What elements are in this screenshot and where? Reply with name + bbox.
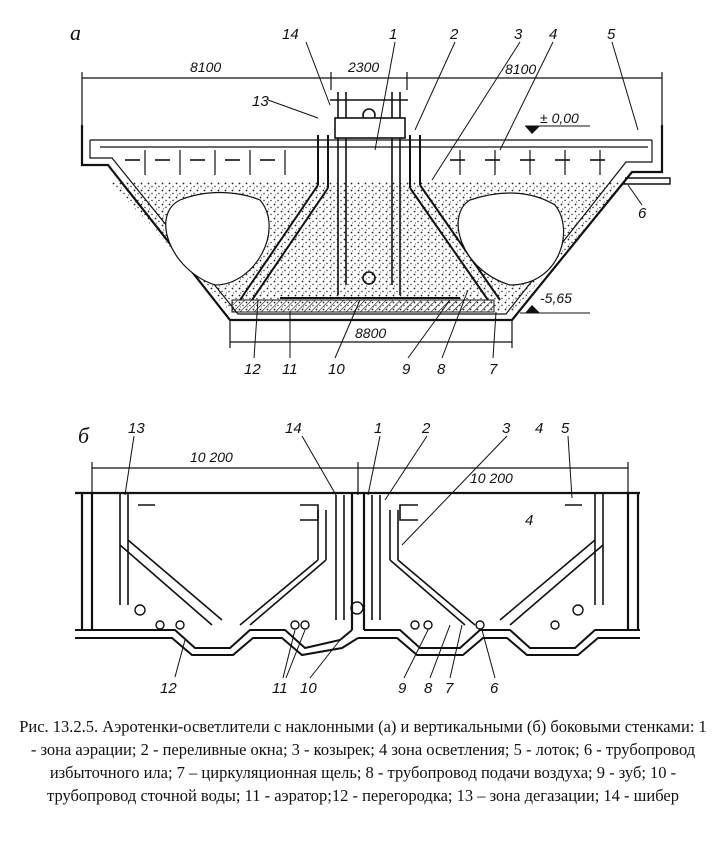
panel-a-label-10: 10 bbox=[328, 361, 345, 378]
panel-b-label-10: 10 bbox=[300, 680, 317, 697]
panel-a-label-5: 5 bbox=[607, 26, 616, 43]
panel-b-label-2: 2 bbox=[421, 420, 431, 437]
panel-a-label-14: 14 bbox=[282, 26, 299, 43]
panel-b-label-4: 4 bbox=[535, 420, 543, 437]
panel-a-level-bottom-text: -5,65 bbox=[540, 290, 572, 306]
panel-b-label-7: 7 bbox=[445, 680, 454, 697]
panel-a-leaders bbox=[253, 41, 643, 359]
panel-b-dim-right: 10 200 bbox=[470, 470, 513, 486]
figure-caption: Рис. 13.2.5. Аэротенки-осветлители с нак… bbox=[19, 717, 707, 805]
panel-b-label-14: 14 bbox=[285, 420, 302, 437]
panel-a-label-2: 2 bbox=[449, 26, 459, 43]
panel-b-bottom bbox=[75, 629, 640, 657]
panel-b-label-6: 6 bbox=[490, 680, 499, 697]
panel-a-label-1: 1 bbox=[389, 26, 397, 43]
panel-a: а 8100 2300 8100 bbox=[70, 20, 671, 378]
panel-b-top-dimension bbox=[91, 462, 629, 495]
panel-a-label-11: 11 bbox=[282, 361, 298, 378]
panel-b-label-11: 11 bbox=[272, 680, 288, 697]
panel-b-pipes bbox=[134, 601, 584, 630]
panel-b-letter: б bbox=[78, 423, 90, 448]
panel-a-letter: а bbox=[70, 20, 81, 45]
panel-b-label-5: 5 bbox=[561, 420, 570, 437]
panel-a-dim-right: 8100 bbox=[505, 61, 536, 77]
panel-a-label-3: 3 bbox=[514, 26, 523, 43]
panel-b-label-4-zone: 4 bbox=[525, 512, 533, 529]
panel-b-partitions bbox=[119, 493, 604, 626]
panel-a-partitions bbox=[239, 135, 501, 301]
panel-a-label-8: 8 bbox=[437, 361, 446, 378]
panel-b: б 10 200 10 200 bbox=[75, 420, 640, 697]
panel-b-label-3: 3 bbox=[502, 420, 511, 437]
panel-a-label-13: 13 bbox=[252, 93, 269, 110]
panel-a-sludge-pipe bbox=[622, 177, 671, 185]
panel-b-label-1: 1 bbox=[374, 420, 382, 437]
panel-a-circulation-loops bbox=[165, 191, 565, 286]
panel-a-label-6: 6 bbox=[638, 205, 647, 222]
panel-a-dim-center: 2300 bbox=[347, 59, 379, 75]
panel-a-label-12: 12 bbox=[244, 361, 261, 378]
panel-a-top-dimension bbox=[81, 72, 663, 125]
panel-b-label-8: 8 bbox=[424, 680, 433, 697]
panel-b-label-12: 12 bbox=[160, 680, 177, 697]
panel-b-tank-walls bbox=[75, 491, 640, 630]
panel-a-level-top bbox=[525, 125, 590, 134]
panel-a-label-4: 4 bbox=[549, 26, 557, 43]
panel-a-label-9: 9 bbox=[402, 361, 411, 378]
panel-a-level-top-text: ± 0,00 bbox=[540, 110, 579, 126]
panel-a-dim-bottom: 8800 bbox=[355, 325, 386, 341]
panel-a-dim-left: 8100 bbox=[190, 59, 221, 75]
panel-a-level-bottom bbox=[520, 305, 590, 314]
panel-b-label-9: 9 bbox=[398, 680, 407, 697]
panel-a-central-column bbox=[280, 92, 460, 299]
panel-b-dim-left: 10 200 bbox=[190, 449, 233, 465]
panel-a-label-7: 7 bbox=[489, 361, 498, 378]
panel-b-leaders bbox=[124, 435, 573, 679]
panel-a-bottom-dimension bbox=[229, 320, 513, 348]
panel-b-label-13: 13 bbox=[128, 420, 145, 437]
